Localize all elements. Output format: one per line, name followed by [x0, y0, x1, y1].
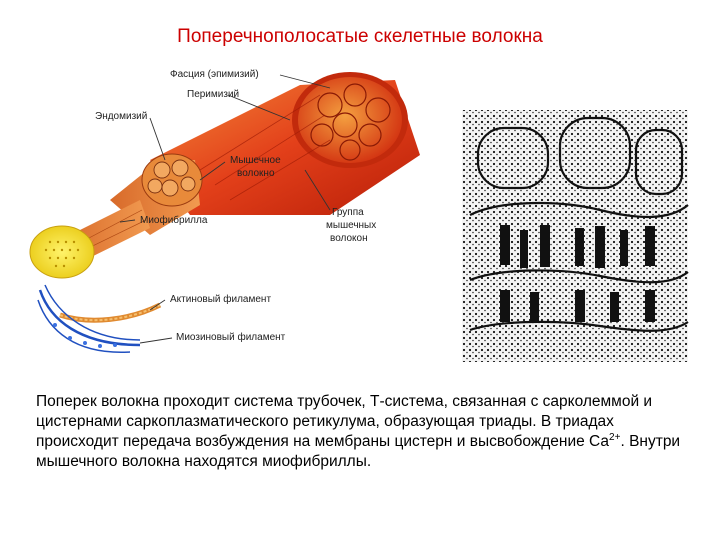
label-fascia: Фасция (эпимизий)	[170, 69, 259, 80]
label-endomysium: Эндомизий	[95, 111, 147, 122]
description-part1: Поперек волокна проходит система трубоче…	[36, 393, 653, 450]
description-part2: . Внутри мышечного волокна находятся мио…	[36, 433, 681, 470]
leader-lines	[119, 74, 331, 344]
description-text: Поперек волокна проходит система трубоче…	[36, 392, 686, 472]
actin-filament	[59, 302, 162, 323]
label-group-3: волокон	[330, 233, 368, 244]
label-perimysium: Перимизий	[187, 89, 239, 100]
electron-micrograph	[462, 110, 689, 362]
calcium-charge: 2+	[609, 431, 621, 443]
label-group-1: Группа	[332, 207, 364, 218]
label-muscle-fiber-2: волокно	[237, 168, 275, 179]
myofibril	[29, 225, 95, 279]
slide-title: Поперечнополосатые скелетные волокна	[177, 26, 543, 47]
muscle-structure-diagram: Фасция (эпимизий) Перимизий Эндомизий Мы…	[29, 69, 689, 362]
myosin-filament	[37, 284, 141, 353]
label-myosin: Миозиновый филамент	[176, 331, 286, 343]
muscle-bundle	[150, 72, 420, 215]
label-group-2: мышечных	[326, 220, 376, 231]
label-actin: Актиновый филамент	[170, 293, 271, 305]
label-muscle-fiber-1: Мышечное	[230, 155, 281, 166]
label-myofibril: Миофибрилла	[140, 214, 208, 226]
